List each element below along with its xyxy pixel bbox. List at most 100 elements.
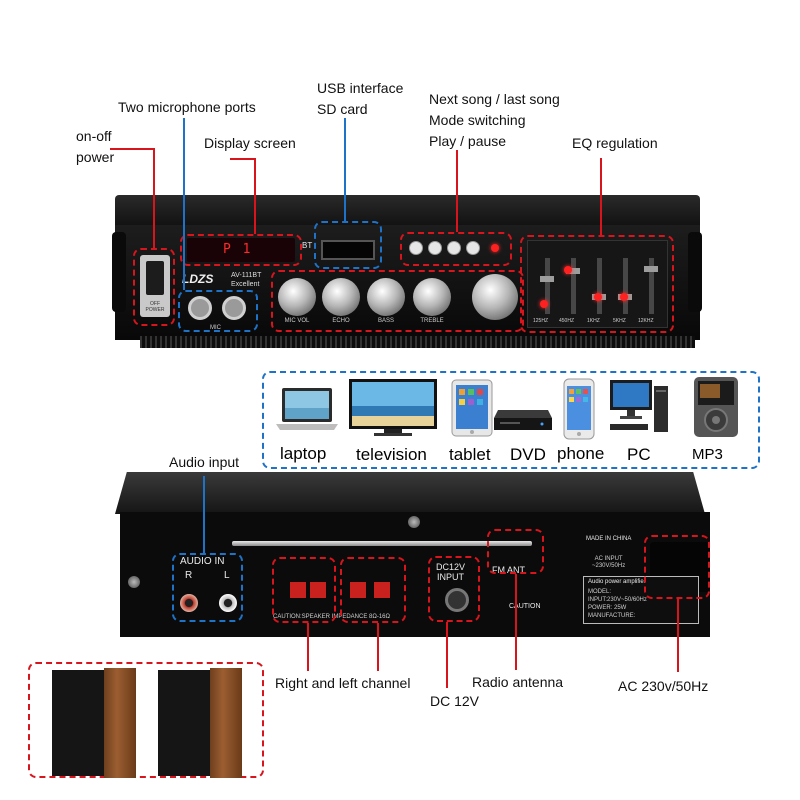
knob-label-bass: BASS	[377, 318, 394, 324]
eq-led	[620, 293, 628, 301]
eq-slot	[623, 258, 628, 314]
plate-line: MANUFACTURE:	[588, 613, 636, 619]
speaker-terminal-l-minus[interactable]	[350, 582, 366, 598]
label-mic-ports: Two microphone ports	[118, 99, 256, 115]
speaker-right	[158, 668, 242, 778]
label-next-last-song: Next song / last song	[429, 91, 560, 107]
knob-bass[interactable]	[367, 278, 405, 316]
power-switch-label: OFF POWER	[145, 301, 165, 313]
rca-left-jack[interactable]	[219, 594, 237, 612]
button-prev[interactable]	[409, 241, 423, 255]
callout-box-dc	[428, 556, 480, 622]
rca-right-jack[interactable]	[180, 594, 198, 612]
speaker-side	[104, 668, 136, 778]
callout-line	[456, 150, 458, 232]
fm-ant-label: FM ANT	[492, 565, 525, 575]
eq-band-1khz: 1KHZ	[587, 318, 600, 324]
screw	[128, 576, 140, 588]
dvd-icon	[494, 410, 552, 430]
left-handle	[112, 232, 126, 312]
callout-line	[153, 148, 155, 248]
label-mode-switching: Mode switching	[429, 112, 526, 128]
callout-line	[344, 118, 346, 221]
eq-led	[594, 293, 602, 301]
made-in-label: MADE IN CHINA	[586, 536, 632, 542]
television-icon	[349, 379, 437, 436]
laptop-icon	[276, 388, 338, 430]
pc-icon	[610, 380, 668, 432]
callout-box-ac	[644, 535, 710, 599]
label-play-pause: Play / pause	[429, 133, 507, 149]
label-audio-input: Audio input	[169, 454, 240, 470]
caution-label: CAUTION	[509, 603, 541, 610]
eq-band-450hz: 450HZ	[559, 318, 575, 324]
callout-box-right-channel	[272, 557, 336, 623]
callout-box-usb	[314, 221, 382, 269]
model-name: AV-111BT	[231, 272, 262, 279]
dc-12v-jack[interactable]	[445, 588, 469, 612]
mic-jack-2[interactable]	[222, 296, 246, 320]
eq-led	[540, 300, 548, 308]
callout-line	[254, 158, 256, 234]
callout-line	[446, 622, 448, 688]
status-led	[491, 244, 499, 252]
callout-box-buttons	[400, 232, 512, 266]
power-switch[interactable]: OFF POWER	[140, 255, 170, 317]
label-on-off-power: on-off power	[76, 128, 115, 165]
button-mode[interactable]	[447, 241, 461, 255]
radio-antenna-rod[interactable]	[232, 541, 532, 546]
plate-title: Audio power amplifier	[588, 579, 646, 585]
usb-slot[interactable]	[321, 240, 375, 260]
label-right-left-channel: Right and left channel	[275, 675, 411, 691]
speaker-terminal-r-plus[interactable]	[310, 582, 326, 598]
eq-slot	[545, 258, 550, 314]
eq-slider-450hz[interactable]	[566, 268, 580, 274]
label-usb-interface: USB interface	[317, 80, 404, 96]
device-label-television: television	[356, 445, 427, 464]
button-next[interactable]	[428, 241, 442, 255]
callout-box-eq	[520, 235, 674, 333]
label-ac-power: AC 230v/50Hz	[618, 678, 709, 694]
speaker-front	[52, 670, 106, 776]
device-label-phone: phone	[557, 444, 605, 463]
display-screen: P 1	[187, 238, 295, 262]
audio-in-label: AUDIO IN	[180, 556, 225, 567]
callout-box-knobs	[271, 270, 524, 332]
eq-slot	[571, 258, 576, 314]
audio-in-r: R	[185, 570, 193, 581]
knob-label-mic-vol: MIC VOL	[284, 318, 310, 324]
knob-treble[interactable]	[413, 278, 451, 316]
ac-input-label: AC INPUT ~230V/50Hz	[592, 556, 626, 569]
tablet-icon	[451, 379, 493, 437]
mic-jack-1[interactable]	[188, 296, 212, 320]
device-label-dvd: DVD	[510, 445, 546, 464]
speaker-front	[158, 670, 212, 776]
callout-line	[677, 599, 679, 672]
eq-band-12khz: 12KHZ	[638, 318, 654, 324]
label-dc-12v: DC 12V	[430, 693, 480, 709]
knob-mic-vol[interactable]	[278, 278, 316, 316]
mp3-icon	[694, 377, 738, 437]
eq-slider-12khz[interactable]	[644, 266, 658, 272]
model-text: AV-111BT Excellent	[231, 271, 261, 289]
label-sd-card: SD card	[317, 101, 368, 117]
speaker-terminal-l-plus[interactable]	[374, 582, 390, 598]
speaker-terminal-r-minus[interactable]	[290, 582, 306, 598]
callout-line	[110, 148, 154, 150]
front-vent	[140, 336, 695, 348]
knob-echo[interactable]	[322, 278, 360, 316]
plate-line: POWER: 25W	[588, 605, 627, 611]
knob-master-volume[interactable]	[472, 274, 518, 320]
callout-box-audio-in	[172, 553, 243, 622]
eq-slot	[597, 258, 602, 314]
callout-line	[377, 623, 379, 671]
button-play-pause[interactable]	[466, 241, 480, 255]
info-plate: Audio power amplifier MODEL: INPUT:230V~…	[583, 576, 699, 624]
label-display-screen: Display screen	[204, 135, 296, 151]
callout-box-display	[180, 234, 302, 266]
knob-label-echo: ECHO	[332, 318, 350, 324]
audio-in-l: L	[224, 570, 230, 581]
callout-box-speakers	[28, 662, 264, 778]
eq-slider-125hz[interactable]	[540, 276, 554, 282]
callout-box-left-channel	[340, 557, 406, 623]
